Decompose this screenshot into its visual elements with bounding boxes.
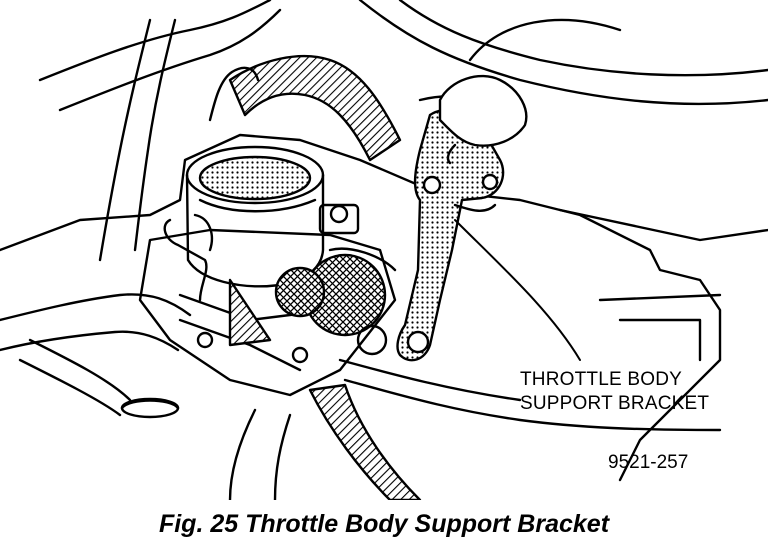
reference-code: 9521-257 <box>608 452 689 473</box>
engine-illustration <box>0 0 768 500</box>
lower-conduit <box>308 383 422 500</box>
vacuum-elbow <box>163 218 208 302</box>
technician-hand <box>438 74 528 147</box>
left-hose <box>0 293 192 322</box>
lower-tube <box>343 378 722 432</box>
wire-loom-vertical <box>98 18 152 262</box>
callout-leader <box>454 219 581 361</box>
upper-right-hose <box>358 0 768 106</box>
figure-caption: Fig. 25 Throttle Body Support Bracket <box>158 510 610 538</box>
vacuum-hose-top <box>208 66 260 122</box>
callout-label: THROTTLE BODY SUPPORT BRACKET <box>520 368 740 416</box>
sensor <box>318 203 360 235</box>
throttle-body-base <box>138 228 397 397</box>
upper-hose-left <box>38 0 272 82</box>
support-bracket <box>396 108 505 362</box>
callout-line-1: THROTTLE BODY <box>520 369 683 390</box>
frame-right <box>558 208 768 242</box>
callout-line-2: SUPPORT BRACKET <box>520 393 710 414</box>
